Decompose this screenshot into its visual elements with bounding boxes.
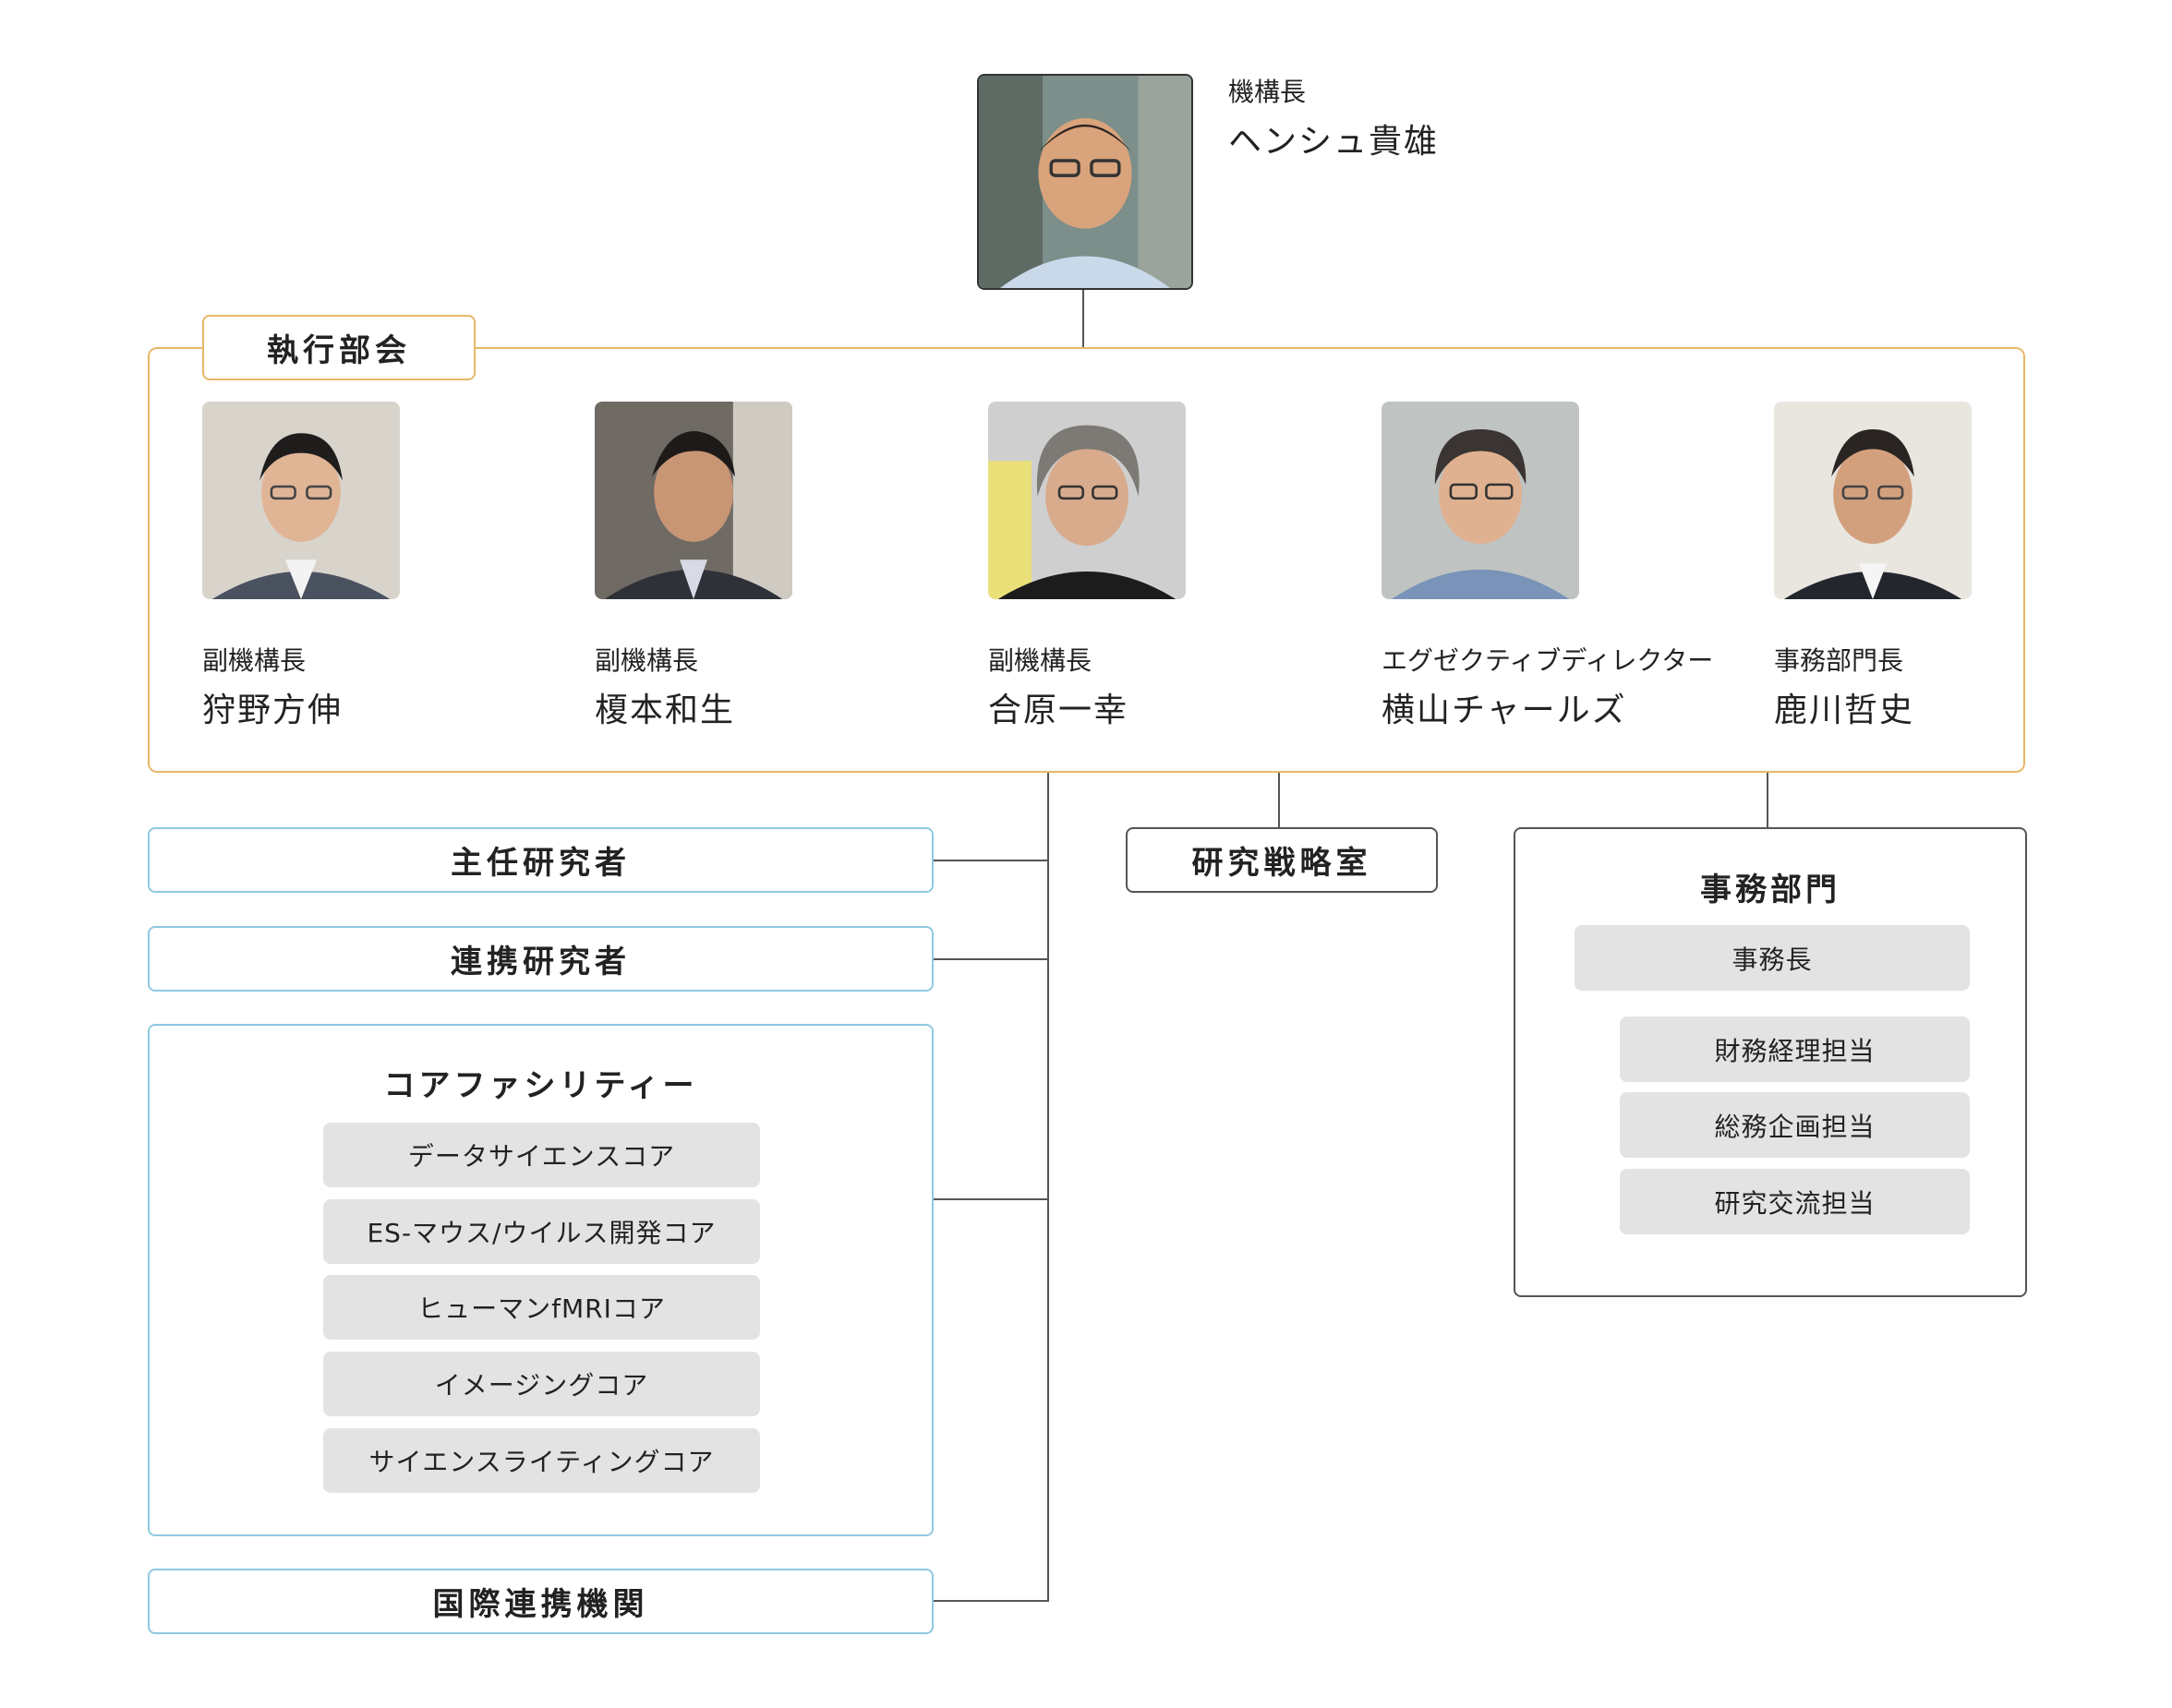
executive-board-title: 執行部会 — [202, 315, 476, 380]
member-photo-3 — [988, 402, 1186, 599]
core-item-3: ヒューマンfMRIコア — [323, 1275, 760, 1340]
member-role-3: 副機構長 — [988, 645, 1092, 676]
member-name-5: 鹿川哲史 — [1774, 692, 1915, 729]
member-name-4: 横山チャールズ — [1382, 692, 1627, 729]
research-strategy-office-box: 研究戦略室 — [1126, 827, 1438, 893]
director-role: 機構長 — [1228, 77, 1307, 107]
core-facility-title: コアファシリティー — [383, 1067, 698, 1104]
member-role-1: 副機構長 — [202, 645, 307, 676]
connector-affiliated — [933, 958, 1049, 960]
member-role-2: 副機構長 — [595, 645, 699, 676]
connector-pi — [933, 860, 1049, 861]
principal-investigators-box: 主任研究者 — [148, 827, 934, 893]
connector-core — [933, 1198, 1049, 1200]
member-role-5: 事務部門長 — [1774, 645, 1904, 676]
member-photo-5 — [1774, 402, 1972, 599]
member-name-2: 榎本和生 — [595, 692, 736, 729]
connector-exec-strategy — [1278, 772, 1280, 827]
member-role-4: エグゼクティブディレクター — [1382, 645, 1714, 676]
core-item-4: イメージングコア — [323, 1352, 760, 1416]
member-photo-2 — [595, 402, 792, 599]
director-photo — [977, 74, 1193, 290]
member-photo-1 — [202, 402, 400, 599]
admin-item-2: 総務企画担当 — [1620, 1092, 1970, 1158]
connector-exec-admin — [1767, 772, 1768, 827]
admin-item-3: 研究交流担当 — [1620, 1169, 1970, 1234]
admin-head: 事務長 — [1575, 925, 1970, 991]
member-photo-4 — [1382, 402, 1579, 599]
member-name-3: 合原一幸 — [988, 692, 1129, 729]
connector-international — [933, 1600, 1049, 1602]
admin-item-1: 財務経理担当 — [1620, 1016, 1970, 1082]
connector-director-exec — [1082, 289, 1084, 348]
member-name-1: 狩野方伸 — [202, 692, 344, 729]
core-item-5: サイエンスライティングコア — [323, 1428, 760, 1493]
international-partners-box: 国際連携機関 — [148, 1569, 934, 1634]
director-name: ヘンシュ貴雄 — [1228, 123, 1440, 161]
affiliated-researchers-box: 連携研究者 — [148, 926, 934, 992]
connector-exec-trunk — [1047, 772, 1049, 1601]
core-item-1: データサイエンスコア — [323, 1123, 760, 1187]
core-item-2: ES-マウス/ウイルス開発コア — [323, 1199, 760, 1264]
admin-department-title: 事務部門 — [1700, 872, 1840, 908]
